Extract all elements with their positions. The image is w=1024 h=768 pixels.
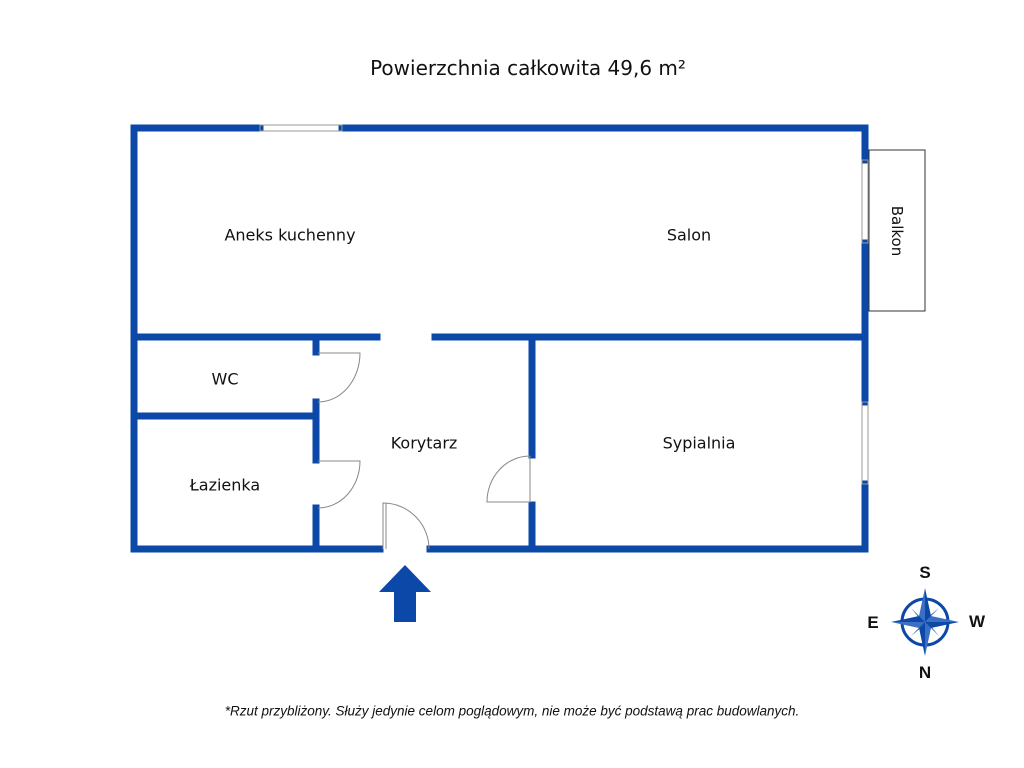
walls (130, 124, 869, 553)
room-label-balcony: Balkon (888, 205, 906, 257)
window-bedroom (861, 401, 869, 485)
door-wc (317, 352, 361, 403)
door-bathroom (317, 460, 361, 509)
footnote: *Rzut przybliżony. Służy jedynie celom p… (224, 703, 800, 719)
doors (317, 352, 531, 550)
entrance-arrow-icon (379, 565, 431, 622)
page-title: Powierzchnia całkowita 49,6 m² (370, 56, 686, 80)
windows (259, 124, 926, 485)
compass-label-top: S (919, 563, 931, 582)
compass-label-right: W (968, 612, 986, 631)
compass-label-bottom: N (918, 663, 932, 682)
balcony (868, 149, 926, 312)
balcony-door (861, 159, 869, 244)
room-label-hallway: Korytarz (390, 433, 458, 453)
room-label-living: Salon (666, 225, 712, 245)
room-label-kitchen: Aneks kuchenny (224, 225, 356, 245)
room-label-wc: WC (211, 369, 239, 389)
compass-label-left: E (867, 613, 879, 632)
door-bedroom (486, 455, 531, 503)
room-label-bathroom: Łazienka (189, 475, 261, 495)
window-kitchen (259, 124, 343, 132)
door-entrance (382, 502, 430, 550)
compass-rose-icon (891, 588, 959, 656)
room-label-bedroom: Sypialnia (662, 433, 736, 453)
